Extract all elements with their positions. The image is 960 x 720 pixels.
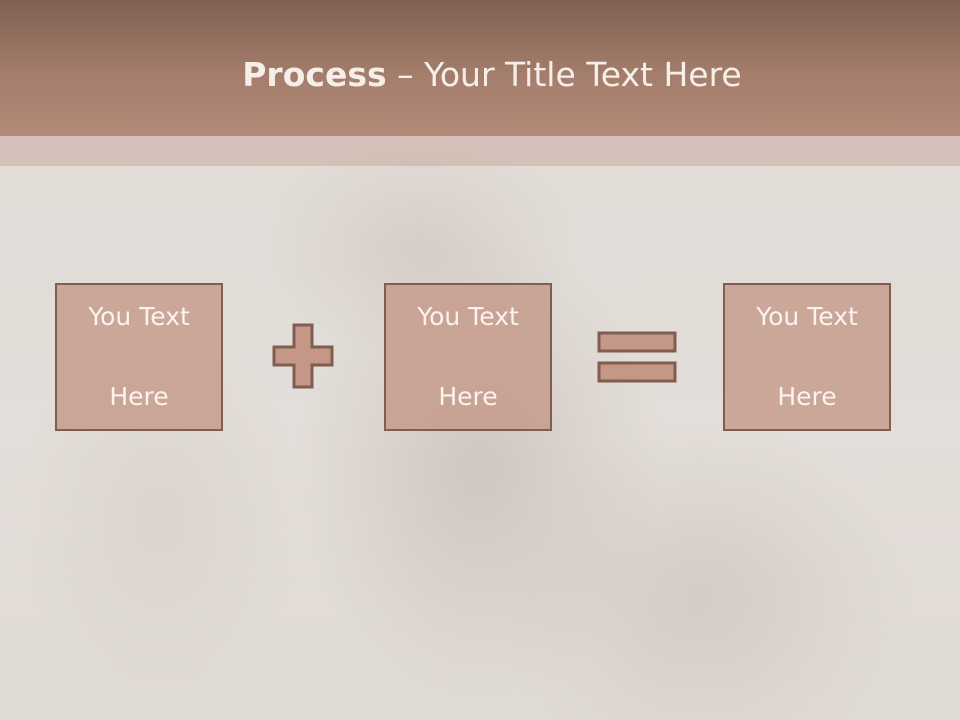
text-box-1-line2: Here xyxy=(109,382,169,411)
text-box-2[interactable]: You Text Here xyxy=(384,283,552,431)
plus-icon xyxy=(272,323,334,389)
slide-title-bold: Process xyxy=(242,55,387,94)
text-box-1[interactable]: You Text Here xyxy=(55,283,223,431)
text-box-3[interactable]: You Text Here xyxy=(723,283,891,431)
equals-icon xyxy=(597,331,677,383)
title-bar-shadow-strip xyxy=(0,136,960,166)
slide-title-rest: – Your Title Text Here xyxy=(386,55,742,94)
text-box-2-line1: You Text xyxy=(417,302,519,331)
text-box-2-line2: Here xyxy=(438,382,498,411)
text-box-3-line1: You Text xyxy=(756,302,858,331)
title-bar xyxy=(0,0,960,136)
slide-title[interactable]: Process – Your Title Text Here xyxy=(0,52,960,98)
text-box-1-line1: You Text xyxy=(88,302,190,331)
text-box-3-line2: Here xyxy=(777,382,837,411)
